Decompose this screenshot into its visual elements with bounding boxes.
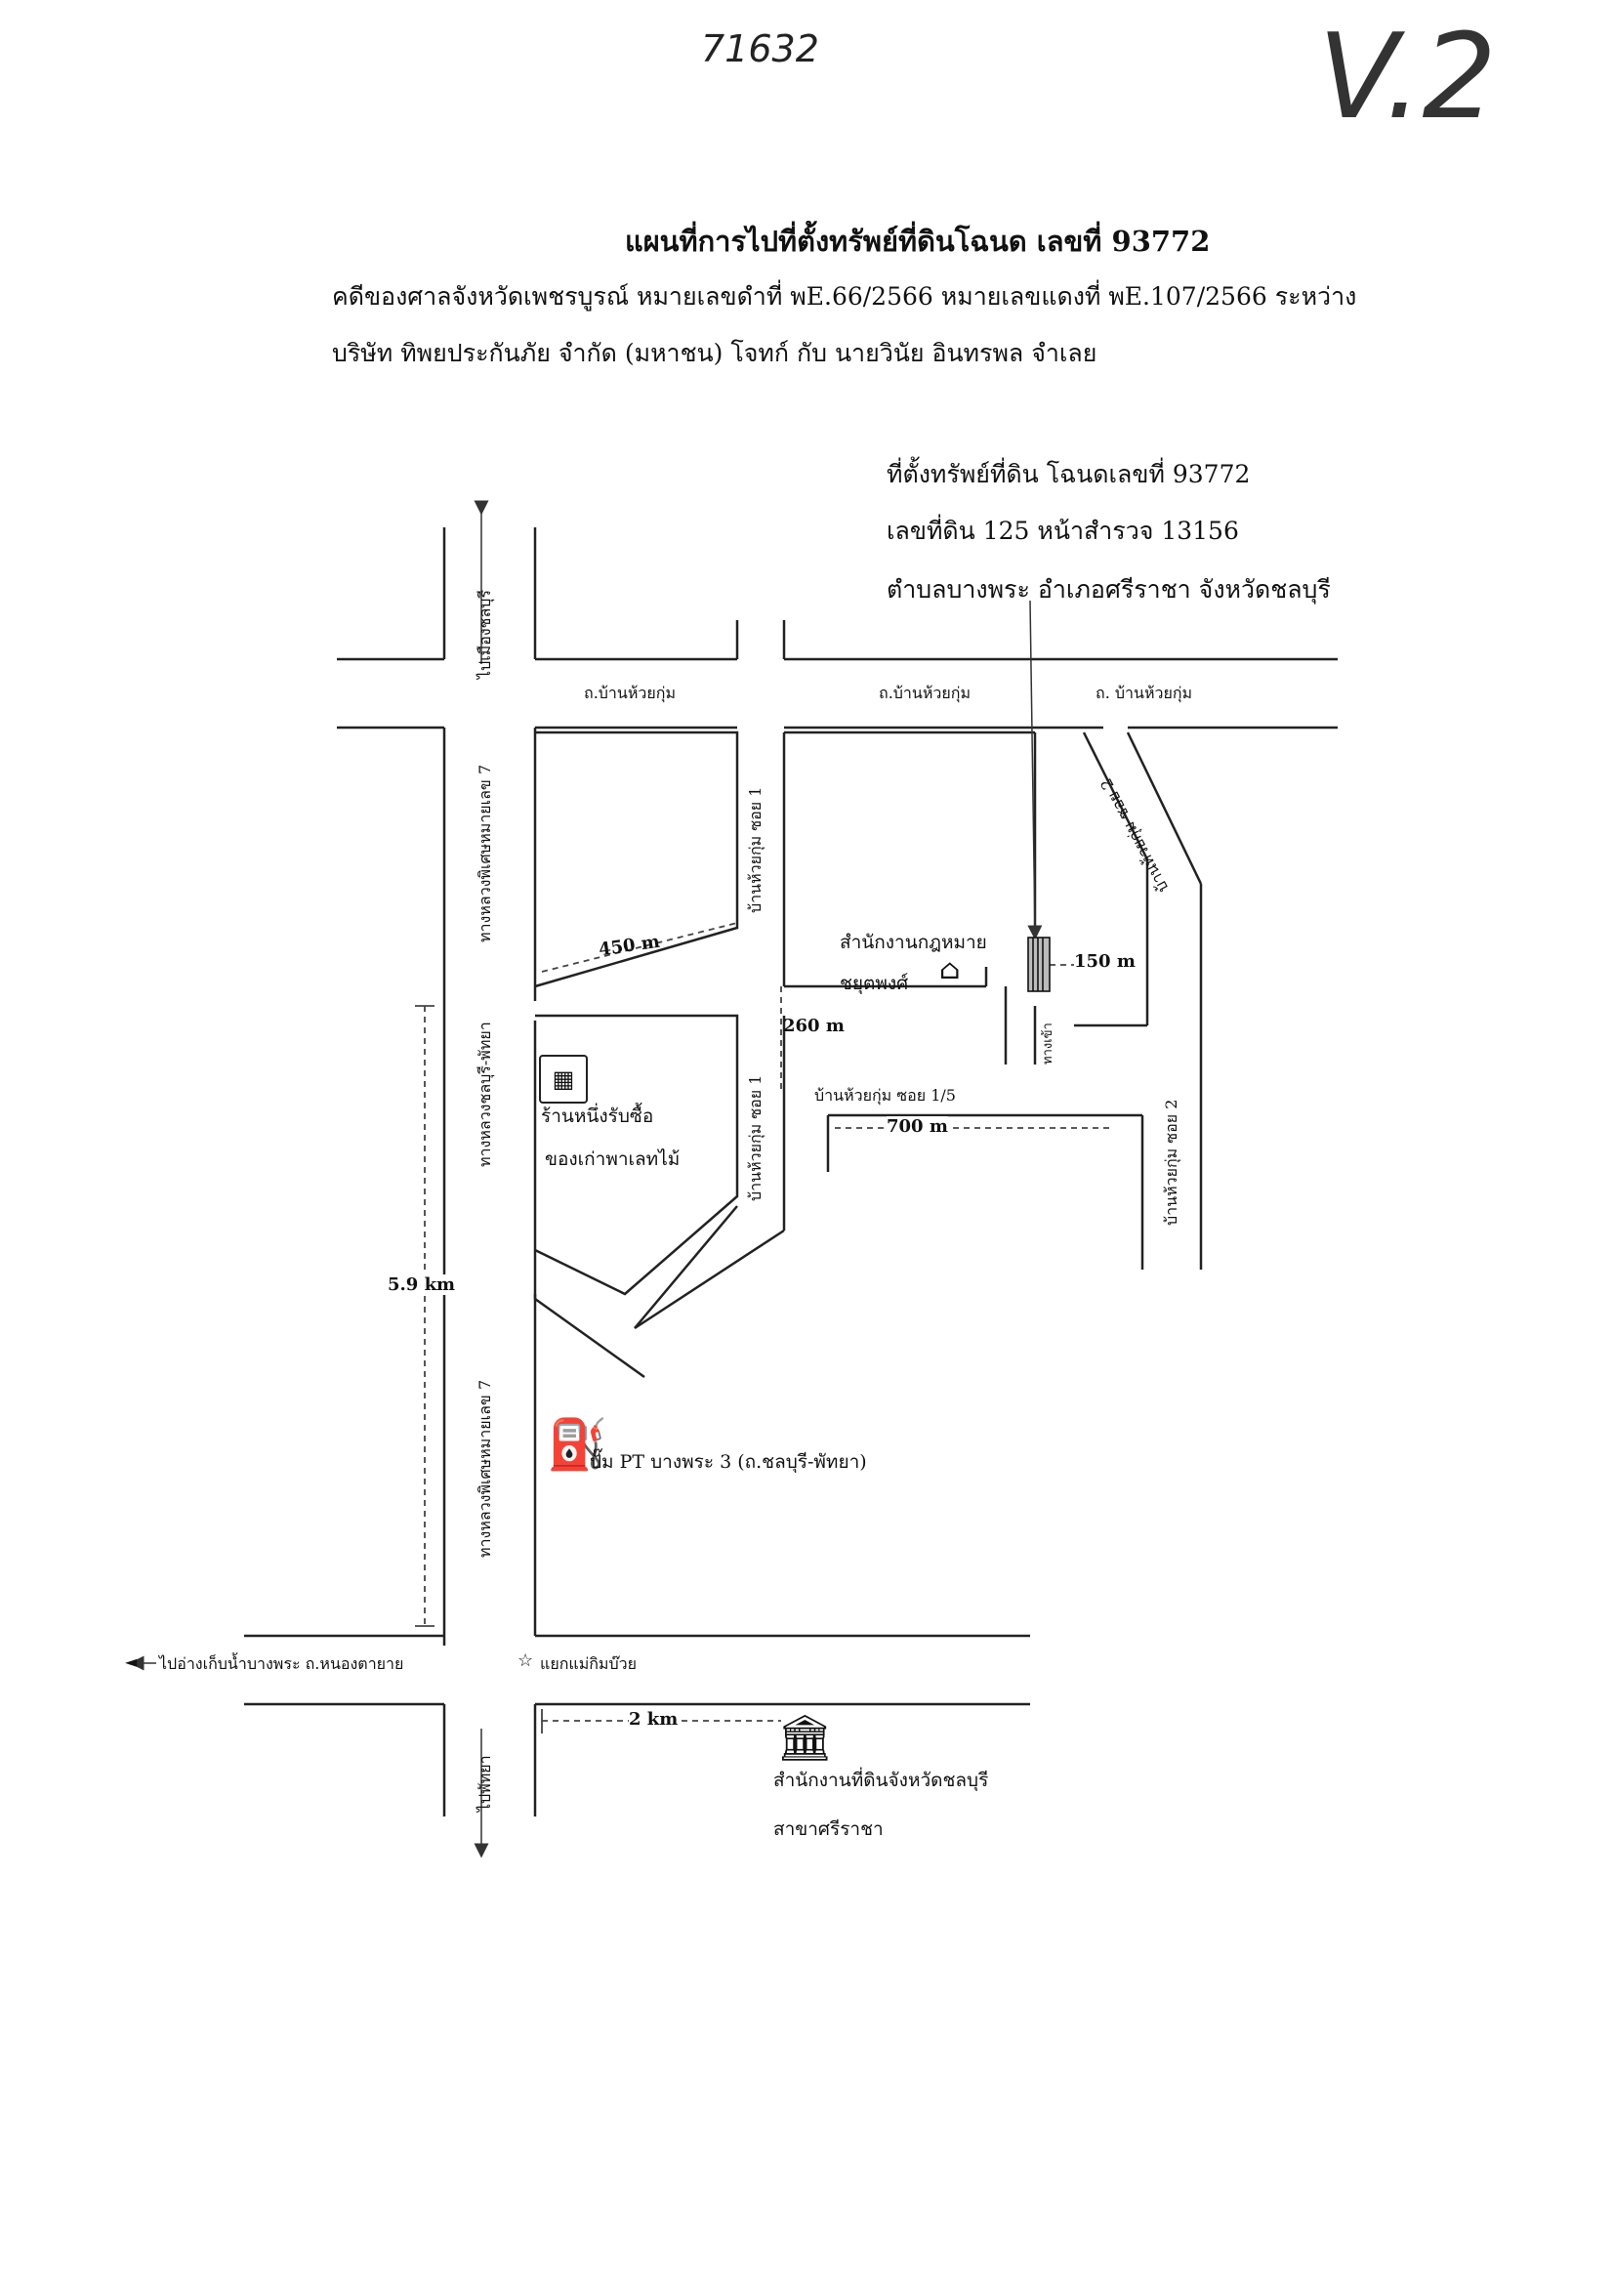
road-highway-7-upper: ทางหลวงพิเศษหมายเลข 7 <box>476 764 494 942</box>
distance-5-9: 5.9 km <box>388 1274 456 1295</box>
gas-station-label: ปั๊ม PT บางพระ 3 (ถ.ชลบุรี-พัทยา) <box>590 1451 867 1473</box>
case-line: คดีของศาลจังหวัดเพชรบูรณ์ หมายเลขดำที่ พ… <box>332 282 1357 311</box>
handwritten-mark: V.2 <box>1318 10 1497 146</box>
road-to-pattaya: ไปพัทยา <box>476 1755 494 1812</box>
government-building-icon: 🏛 <box>776 1711 834 1764</box>
distance-2: 2 km <box>629 1709 679 1730</box>
road-ban-huai-kum-3: ถ. บ้านห้วยกุ่ม <box>1096 684 1193 702</box>
road-soi-1-lower: บ้านห้วยกุ่ม ซอย 1 <box>746 1074 765 1201</box>
road-ban-huai-kum-2: ถ.บ้านห้วยกุ่ม <box>879 684 971 702</box>
land-office-label-1: สำนักงานที่ดินจังหวัดชลบุรี <box>773 1770 989 1791</box>
road-ban-huai-kum-1: ถ.บ้านห้วยกุ่ม <box>584 684 676 702</box>
distance-150: 150 m <box>1074 951 1136 972</box>
road-small-lane: ทางเข้า <box>1041 1023 1055 1065</box>
handwritten-ref-number: 71632 <box>701 27 819 70</box>
location-address: ตำบลบางพระ อำเภอศรีราชา จังหวัดชลบุรี <box>887 575 1331 604</box>
shop-label-2: ของเก่าพาเลทไม้ <box>545 1148 681 1170</box>
shop-label-1: ร้านหนึ่งรับซื้อ <box>541 1106 654 1127</box>
distance-700: 700 m <box>887 1116 948 1137</box>
shop-icon: ▦ <box>539 1055 588 1104</box>
star-icon: ☆ <box>517 1650 534 1671</box>
house-icon: ⌂ <box>939 953 961 985</box>
location-parcel: เลขที่ดิน 125 หน้าสำรวจ 13156 <box>887 517 1239 545</box>
road-soi-1-upper: บ้านห้วยกุ่ม ซอย 1 <box>746 786 765 913</box>
parties-line: บริษัท ทิพยประกันภัย จำกัด (มหาชน) โจทก์… <box>332 339 1097 367</box>
road-to-chonburi: ไปเมืองชลบุรี <box>476 589 494 679</box>
fuel-pump-icon: ⛽ <box>547 1416 608 1473</box>
target-parcel <box>1027 937 1051 992</box>
location-deed: ที่ตั้งทรัพย์ที่ดิน โฉนดเลขที่ 93772 <box>887 460 1251 488</box>
law-office-label-1: สำนักงานกฎหมาย <box>840 932 987 953</box>
road-junction: แยกแม่กิมบ๊วย <box>540 1654 637 1673</box>
road-soi-2-vertical: บ้านห้วยกุ่ม ซอย 2 <box>1162 1099 1180 1226</box>
road-soi-1-5: บ้านห้วยกุ่ม ซอย 1/5 <box>814 1086 956 1105</box>
road-chonburi-pattaya: ทางหลวงชลบุรี-พัทยา <box>476 1022 494 1167</box>
page-title: แผนที่การไปที่ตั้งทรัพย์ที่ดินโฉนด เลขที… <box>625 225 1211 258</box>
land-office-label-2: สาขาศรีราชา <box>773 1818 884 1840</box>
distance-line-450 <box>541 922 738 973</box>
road-highway-7-lower: ทางหลวงพิเศษหมายเลข 7 <box>476 1379 494 1558</box>
arrow-left-icon: ◄ <box>125 1652 138 1671</box>
law-office-label-2: ชยุตพงศ์ <box>840 973 909 994</box>
road-to-reservoir: ไปอ่างเก็บน้ำบางพระ ถ.หนองตายาย <box>159 1654 404 1673</box>
distance-260: 260 m <box>783 1016 845 1036</box>
